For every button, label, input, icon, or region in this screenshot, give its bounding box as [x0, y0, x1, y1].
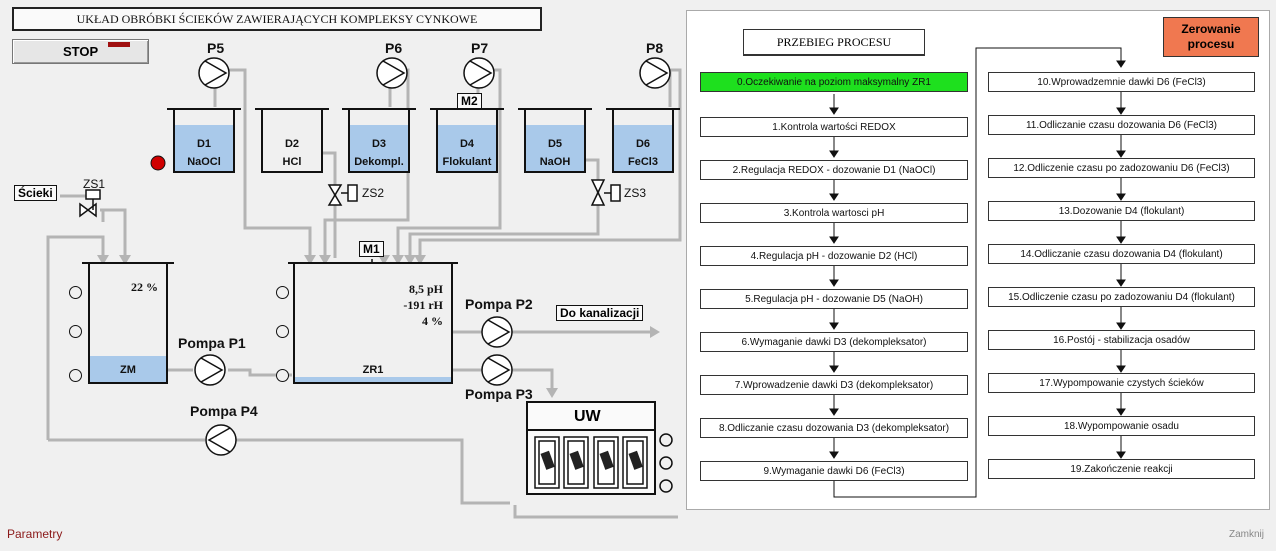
page-title: UKŁAD OBRÓBKI ŚCIEKÓW ZAWIERAJĄCYCH KOMP…	[12, 7, 542, 31]
tank-d3[interactable]: D3 Dekompl.	[348, 110, 410, 173]
parameters-link[interactable]: Parametry	[7, 527, 63, 541]
level-sensor	[276, 369, 289, 382]
tank-d2[interactable]: D2 HCl	[261, 110, 323, 173]
tank-d5[interactable]: D5 NaOH	[524, 110, 586, 173]
tank-d2-name: HCl	[282, 156, 302, 168]
alarm-indicator	[150, 155, 166, 171]
process-step-2[interactable]: 2.Regulacja REDOX - dozowanie D1 (NaOCl)	[700, 160, 968, 180]
tank-zr1-name: ZR1	[362, 364, 384, 376]
tank-zm-level: 22 %	[131, 280, 158, 294]
tank-d5-id: D5	[547, 138, 563, 150]
pump-p5-label: P5	[207, 40, 225, 56]
tank-d3-name: Dekompl.	[354, 156, 404, 168]
valve-zs1-label: ZS1	[83, 177, 106, 191]
process-step-14[interactable]: 14.Odliczanie czasu dozowania D4 (flokul…	[988, 244, 1255, 264]
tank-zm-name: ZM	[120, 364, 136, 376]
pump-p3-icon[interactable]	[480, 353, 514, 387]
tank-d4-fill	[438, 125, 496, 171]
pump-p3-label: Pompa P3	[465, 386, 533, 402]
process-flow-connectors	[829, 47, 1126, 498]
process-step-7[interactable]: 7.Wprowadzenie dawki D3 (dekompleksator)	[700, 375, 968, 395]
pump-p7-label: P7	[471, 40, 489, 56]
pump-p8-label: P8	[646, 40, 664, 56]
process-header: PRZEBIEG PROCESU	[743, 29, 925, 56]
pump-p8-icon[interactable]	[638, 56, 672, 90]
pump-p2-icon[interactable]	[480, 315, 514, 349]
tank-d1-fill	[175, 125, 233, 171]
tank-d1-name: NaOCl	[187, 156, 221, 168]
process-step-18[interactable]: 18.Wypompowanie osadu	[988, 416, 1255, 436]
tank-zr1-rh: -191 rH	[403, 298, 443, 312]
tank-d3-fill	[350, 125, 408, 171]
tank-d3-id: D3	[371, 138, 387, 150]
reset-label-line1: Zerowanie	[1181, 22, 1241, 36]
valve-zs2-label: ZS2	[362, 186, 385, 200]
level-sensor	[69, 325, 82, 338]
process-step-10[interactable]: 10.Wprowadzemnie dawki D6 (FeCl3)	[988, 72, 1255, 92]
tank-d5-fill	[526, 125, 584, 171]
inlet-label: Ścieki	[14, 185, 57, 201]
pump-p5-icon[interactable]	[197, 56, 231, 90]
tank-zr1-level: 4 %	[422, 314, 443, 328]
stop-label: STOP	[63, 44, 99, 59]
process-step-12[interactable]: 12.Odliczenie czasu po zadozowaniu D6 (F…	[988, 158, 1255, 178]
pump-p6-icon[interactable]	[375, 56, 409, 90]
tank-d6-name: FeCl3	[628, 156, 658, 168]
tank-d1[interactable]: D1 NaOCl	[173, 110, 235, 173]
tank-d6[interactable]: D6 FeCl3	[612, 110, 674, 173]
tank-zr1[interactable]: 8,5 pH -191 rH 4 % ZR1	[293, 264, 453, 384]
process-step-11[interactable]: 11.Odliczanie czasu dozowania D6 (FeCl3)	[988, 115, 1255, 135]
level-sensor	[276, 286, 289, 299]
process-step-4[interactable]: 4.Regulacja pH - dozowanie D2 (HCl)	[700, 246, 968, 266]
level-sensor	[69, 369, 82, 382]
stop-indicator	[108, 42, 130, 47]
tank-d2-id: D2	[284, 138, 300, 150]
process-step-8[interactable]: 8.Odliczanie czasu dozowania D3 (dekompl…	[700, 418, 968, 438]
level-sensor	[276, 325, 289, 338]
process-step-9[interactable]: 9.Wymaganie dawki D6 (FeCl3)	[700, 461, 968, 481]
process-step-5[interactable]: 5.Regulacja pH - dozowanie D5 (NaOH)	[700, 289, 968, 309]
pump-p6-label: P6	[385, 40, 403, 56]
pump-p4-icon[interactable]	[204, 423, 238, 457]
process-step-1[interactable]: 1.Kontrola wartości REDOX	[700, 117, 968, 137]
tank-d4-name: Flokulant	[442, 156, 492, 168]
drain-label: Do kanalizacji	[556, 305, 644, 321]
process-step-15[interactable]: 15.Odliczenie czasu po zadozowaniu D4 (f…	[988, 287, 1255, 307]
process-step-6[interactable]: 6.Wymaganie dawki D3 (dekompleksator)	[700, 332, 968, 352]
tank-zr1-ph: 8,5 pH	[408, 282, 443, 296]
tank-d1-id: D1	[196, 138, 212, 150]
tank-zm[interactable]: 22 % ZM	[88, 264, 168, 384]
reset-label-line2: procesu	[1187, 37, 1235, 51]
pump-p1-label: Pompa P1	[178, 335, 246, 351]
process-step-19[interactable]: 19.Zakończenie reakcji	[988, 459, 1255, 479]
pump-p4-label: Pompa P4	[190, 403, 258, 419]
pump-p7-icon[interactable]	[462, 56, 496, 90]
tank-d4[interactable]: D4 Flokulant	[436, 110, 498, 173]
motor-m2-label: M2	[457, 93, 482, 109]
process-step-16[interactable]: 16.Postój - stabilizacja osadów	[988, 330, 1255, 350]
tank-d6-id: D6	[635, 138, 651, 150]
pump-p1-icon[interactable]	[193, 353, 227, 387]
tank-d4-id: D4	[459, 138, 475, 150]
valve-zs3-label: ZS3	[624, 186, 647, 200]
tank-zr1-fill	[295, 377, 451, 382]
uw-label: UW	[574, 408, 601, 425]
tank-d5-name: NaOH	[539, 156, 571, 168]
process-step-17[interactable]: 17.Wypompowanie czystych ścieków	[988, 373, 1255, 393]
tank-zm-fill	[90, 356, 166, 382]
process-step-13[interactable]: 13.Dozowanie D4 (flokulant)	[988, 201, 1255, 221]
process-step-3[interactable]: 3.Kontrola wartosci pH	[700, 203, 968, 223]
piping-diagram	[46, 68, 682, 519]
process-step-0[interactable]: 0.Oczekiwanie na poziom maksymalny ZR1	[700, 72, 968, 92]
stop-button[interactable]: STOP	[12, 39, 149, 64]
level-sensor	[69, 286, 82, 299]
close-link[interactable]: Zamknij	[1229, 529, 1265, 540]
motor-m1-label: M1	[359, 241, 384, 257]
tank-d6-fill	[614, 125, 672, 171]
pump-p2-label: Pompa P2	[465, 296, 533, 312]
